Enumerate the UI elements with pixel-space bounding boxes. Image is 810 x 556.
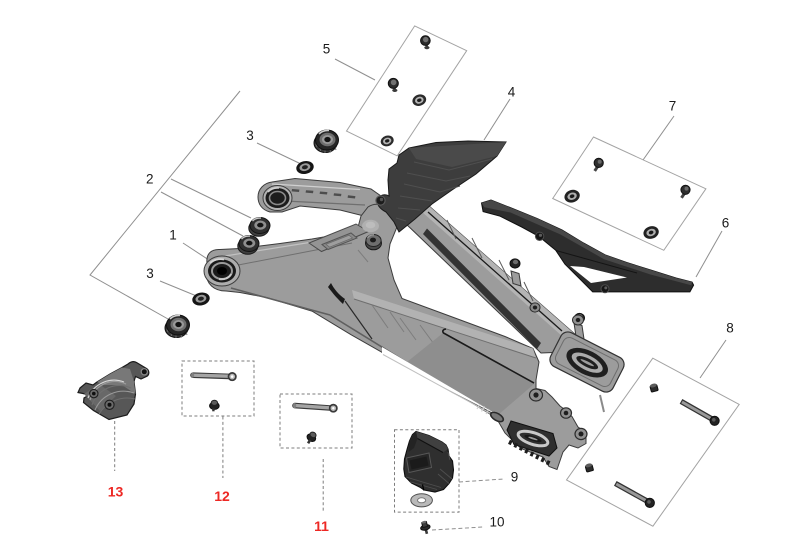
svg-text:3: 3 xyxy=(246,128,254,143)
svg-text:4: 4 xyxy=(508,85,516,100)
svg-text:13: 13 xyxy=(108,484,124,500)
svg-text:6: 6 xyxy=(722,216,730,231)
svg-text:9: 9 xyxy=(511,470,519,485)
svg-text:11: 11 xyxy=(314,518,329,534)
svg-text:3: 3 xyxy=(146,266,154,281)
svg-text:7: 7 xyxy=(669,99,677,114)
svg-text:8: 8 xyxy=(726,321,734,336)
svg-text:12: 12 xyxy=(214,488,230,504)
svg-text:5: 5 xyxy=(323,42,331,57)
svg-text:2: 2 xyxy=(146,172,154,187)
svg-text:10: 10 xyxy=(489,515,504,530)
svg-text:1: 1 xyxy=(169,228,177,243)
